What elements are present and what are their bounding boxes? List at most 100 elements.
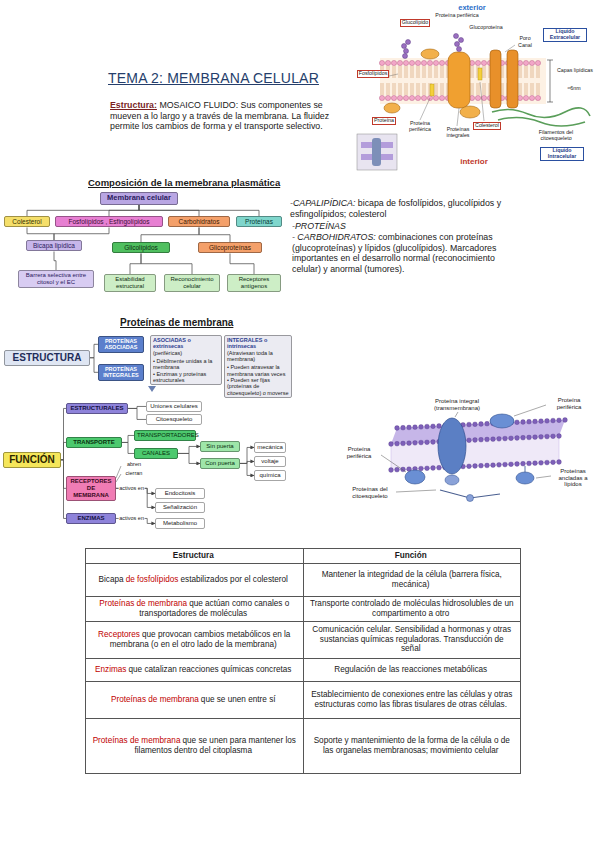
- lipid-head: [395, 426, 400, 431]
- lipid-tail: [489, 66, 490, 78]
- callout-label: Proteína periférica: [402, 121, 438, 133]
- lipid-tail: [401, 66, 402, 78]
- connector: [109, 205, 139, 216]
- edge-label: activos en: [118, 485, 145, 491]
- lipid-head: [557, 418, 562, 423]
- lipid-head: [557, 460, 562, 465]
- lipid-tail: [399, 66, 400, 78]
- lipid-head: [533, 435, 538, 440]
- lipid-head: [497, 462, 502, 467]
- cell-text: Proteínas de membrana: [93, 736, 181, 745]
- leaf-box: mecánica: [254, 442, 286, 453]
- node-text: • Pueden ser fijas (proteínas de citoesq…: [227, 377, 289, 396]
- lipid-head: [523, 60, 528, 65]
- leaf-box: voltaje: [254, 456, 286, 467]
- table-cell: Proteínas de membranaque se unen para ma…: [86, 718, 304, 773]
- connector: [27, 227, 54, 240]
- label-text: Canal: [518, 42, 532, 48]
- lipid-tail: [537, 83, 538, 95]
- node-text: Glicolípidos: [115, 244, 167, 251]
- lipid-tail: [407, 83, 408, 95]
- callout-label: Proteína periférica: [546, 397, 592, 410]
- node-text: Carbohidratos: [171, 218, 227, 225]
- lipid-head: [503, 462, 508, 467]
- table-cell: Enzimasque catalizan reacciones químicas…: [86, 658, 304, 681]
- lipid-head: [425, 440, 430, 445]
- table-cell: Bicapade fosfolípidosestabilizados por e…: [86, 563, 304, 596]
- lipid-head: [397, 60, 402, 65]
- node-text: INTEGRALES o intrínsecas: [227, 337, 289, 350]
- lipid-head: [413, 425, 418, 430]
- concept-box: CANALES: [134, 448, 178, 459]
- lipid-head: [467, 422, 472, 427]
- lipid-head: [475, 60, 480, 65]
- body-text: Estructura:MOSAICO FLUIDO: Sus component…: [110, 100, 356, 132]
- label-text: Capas lipídicas: [557, 67, 593, 73]
- cell-text: que catalizan reacciones químicas concre…: [128, 665, 291, 674]
- leader-line: [116, 466, 121, 482]
- lipid-tail: [437, 83, 438, 95]
- label-text: Poro: [519, 35, 530, 41]
- lipid-head: [515, 436, 520, 441]
- table-cell: Estructura: [86, 549, 304, 564]
- label-text: Proteínas ancladas a lípidos: [558, 468, 587, 487]
- lipid-tail: [525, 66, 526, 78]
- node-text: PROTEÍNAS INTEGRALES: [101, 366, 141, 379]
- lipid-head: [529, 60, 534, 65]
- lipid-head: [539, 460, 544, 465]
- connector: [141, 253, 192, 274]
- table-cell: Proteínas de membranaque actúan como can…: [86, 596, 304, 621]
- concept-box: Proteínas: [236, 216, 282, 227]
- lipid-head: [419, 466, 424, 471]
- label-text: abren: [127, 461, 141, 467]
- lipid-tail: [383, 83, 384, 95]
- lipid-tail: [431, 66, 432, 78]
- lipid-head: [545, 418, 550, 423]
- lipid-head: [389, 442, 394, 447]
- lipid-head: [407, 441, 412, 446]
- table-cell: Soporte y mantenimiento de la forma de l…: [303, 718, 521, 773]
- bilayer-side: [391, 436, 559, 470]
- table-row: Receptoresque provocan cambios metabólic…: [86, 621, 521, 658]
- concept-box: RECEPTORES DE MEMBRANA: [66, 476, 116, 501]
- lipid-head: [533, 419, 538, 424]
- node-text: Membrana celular: [103, 194, 175, 203]
- leaf-box: química: [254, 470, 286, 481]
- label-text: Proteína periférica: [409, 120, 431, 132]
- table-panel: EstructuraFunciónBicapade fosfolípidoses…: [85, 548, 521, 774]
- callout-label: Proteína periférica: [434, 13, 480, 19]
- node-text: (Atraviesan toda la membrana): [227, 350, 289, 363]
- label-text: Proteína periférica: [557, 397, 582, 410]
- lipid-tail: [425, 83, 426, 95]
- callout-label: Líquido Extracelular: [543, 28, 587, 42]
- lipid-tail: [413, 66, 414, 78]
- body-text: -PROTEÍNAS: [292, 221, 412, 232]
- concept-box: Barrera selectiva entre citosol y el EC: [18, 270, 94, 288]
- leaf-box: Endocitosis: [155, 488, 205, 499]
- node-text: química: [257, 472, 283, 479]
- lipid-tail: [521, 83, 522, 95]
- lipid-head: [529, 95, 534, 100]
- lipid-head: [385, 95, 390, 100]
- lipid-head: [401, 441, 406, 446]
- node-text: Endocitosis: [158, 490, 202, 497]
- lipid-head: [407, 425, 412, 430]
- label-text: Estructura:: [110, 100, 157, 110]
- cell-text: Establecimiento de conexiones entre las …: [311, 690, 512, 709]
- lipid-tail: [395, 83, 396, 95]
- lipid-head: [431, 466, 436, 471]
- node-text: ESTRUCTURALES: [69, 405, 125, 412]
- callout-label: Capas lipídicas: [556, 68, 594, 74]
- connector: [139, 205, 259, 216]
- lipid-tail: [537, 66, 538, 78]
- lipid-tail: [443, 66, 444, 78]
- lipid-head: [409, 95, 414, 100]
- cell-text: Mantener la integridad de la célula (bar…: [322, 570, 502, 589]
- label-text: Filamentos del citoesqueleto: [539, 129, 573, 141]
- node-text: Con puerta: [203, 460, 237, 467]
- callout-label: ≈6nm: [560, 86, 588, 92]
- node-text: Colesterol: [7, 218, 47, 225]
- label-text: - CARBOHIDRATOS:: [292, 232, 376, 242]
- lipid-tail: [437, 66, 438, 78]
- lipid-head: [545, 460, 550, 465]
